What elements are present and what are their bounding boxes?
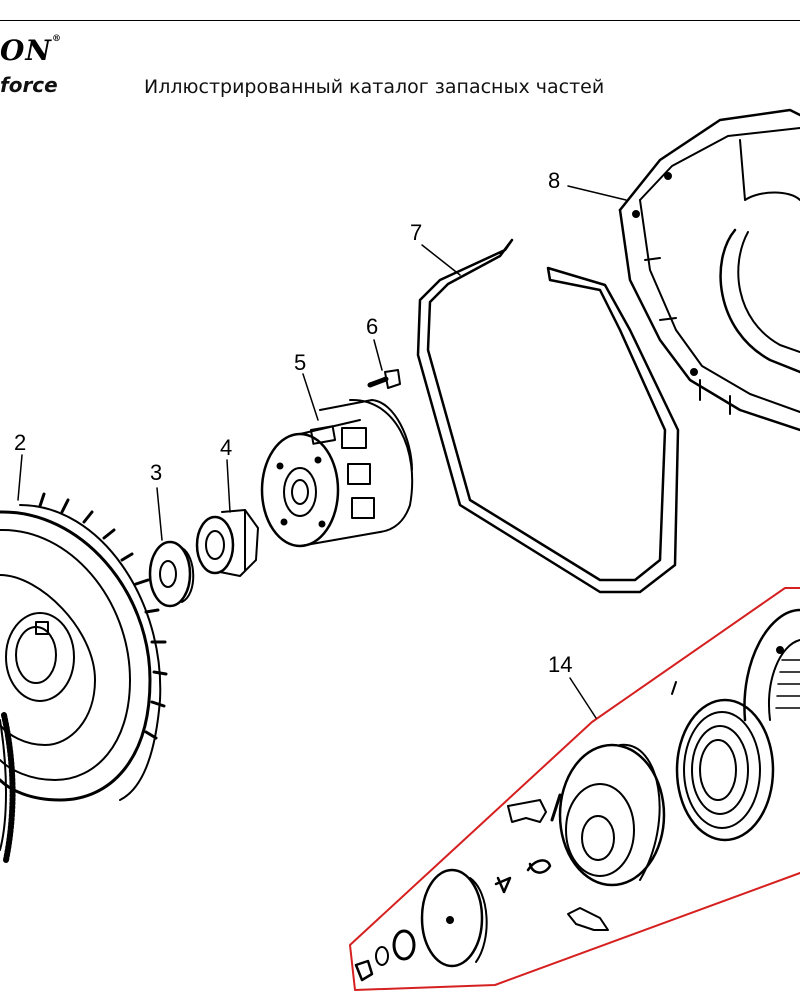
callout-5: 5 (294, 350, 306, 375)
kit-starter-housing (743, 608, 800, 722)
leader-8 (567, 185, 627, 201)
part-4-nut (195, 509, 259, 577)
leader-6 (373, 339, 383, 371)
part-8-housing (618, 108, 800, 432)
kit-recoil-spring (671, 681, 775, 842)
leader-2 (17, 454, 23, 501)
part-14-starter-kit (349, 587, 800, 991)
brand-logo: ON® (0, 34, 62, 67)
part-6-bolt (367, 369, 401, 389)
part-3-washer (148, 540, 195, 608)
kit-nut (354, 959, 374, 982)
callout-2: 2 (14, 430, 26, 455)
kit-pawl-spring (494, 859, 552, 894)
callout-6: 6 (366, 314, 378, 339)
leader-3 (156, 487, 163, 541)
kit-pawl-upper (507, 799, 547, 823)
part-2-flywheel (0, 492, 168, 863)
kit-starter-pulley (550, 743, 666, 887)
brand-name: ON (0, 34, 52, 67)
callout-3: 3 (150, 460, 162, 485)
brand-tagline: force (0, 73, 58, 97)
callout-14: 14 (548, 652, 572, 677)
kit-small-washer (375, 946, 389, 966)
part-5-ratchet-cup (260, 398, 414, 548)
registered-mark: ® (51, 34, 62, 44)
leader-5 (302, 373, 319, 421)
part-7-gasket (416, 238, 680, 594)
callout-7: 7 (410, 220, 422, 245)
callout-8: 8 (548, 168, 560, 193)
kit-pawl-lower (567, 907, 609, 931)
callout-4: 4 (220, 435, 232, 460)
leader-4 (226, 459, 231, 513)
leader-7 (421, 244, 461, 276)
header-divider (0, 20, 800, 21)
page-title: Иллюстрированный каталог запасных частей (144, 76, 605, 98)
kit-bearing-washer (392, 929, 416, 961)
kit-friction-plate (420, 868, 488, 968)
leader-14 (569, 677, 597, 719)
